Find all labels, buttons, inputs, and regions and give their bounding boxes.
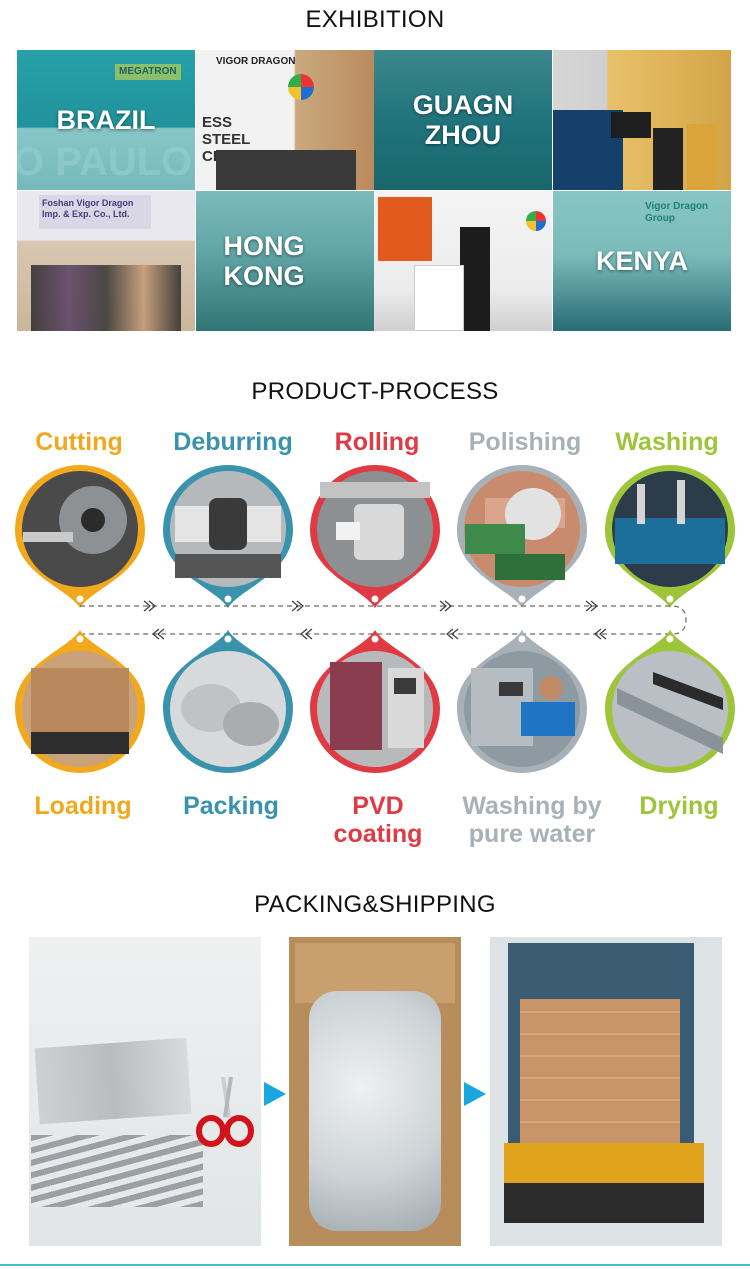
packing-title: PACKING&SHIPPING — [254, 891, 496, 918]
step-image-drying — [603, 628, 737, 776]
booth-logo — [288, 74, 314, 100]
step-label-drying: Drying — [639, 792, 719, 820]
step-image-loading — [13, 628, 147, 776]
step-label-washing-pure-water: Washing by pure water — [462, 792, 602, 848]
exhibition-tile-interview — [553, 50, 731, 190]
exhibition-tile-foshan-booth: Foshan Vigor Dragon Imp. & Exp. Co., Ltd… — [17, 191, 195, 331]
scissors-icon — [195, 1076, 255, 1147]
step-image-packing — [161, 628, 295, 776]
arrow-right-icon-2 — [464, 1082, 486, 1106]
step-image-rolling — [308, 462, 442, 610]
step-image-deburring — [161, 462, 295, 610]
step-image-polishing — [455, 462, 589, 610]
step-image-pvd-coating — [308, 628, 442, 776]
step-label-packing: Packing — [183, 792, 279, 820]
sao-paulo-backdrop: O PAULO — [17, 140, 193, 184]
process-title: PRODUCT-PROCESS — [251, 378, 499, 405]
step-label-deburring: Deburring — [173, 428, 293, 456]
packing-photo-bubble-wrap — [29, 937, 261, 1246]
exhibition-grid: MEGATRON O PAULO BRAZIL VIGOR DRAGON ESS… — [17, 50, 731, 331]
shipping-photo-container — [490, 937, 722, 1246]
exhibition-tile-kenya: Vigor Dragon Group KENYA — [553, 191, 731, 331]
megatron-sign: MEGATRON — [115, 64, 181, 80]
exhibition-tile-brazil: MEGATRON O PAULO BRAZIL — [17, 50, 195, 190]
city-label-kenya: KENYA — [595, 246, 689, 276]
step-label-polishing: Polishing — [468, 428, 582, 456]
packing-photo-carton — [289, 937, 461, 1246]
vigor-dragon-sign: VIGOR DRAGON — [216, 56, 296, 67]
city-label-brazil: BRAZIL — [56, 105, 156, 135]
exhibition-tile-guangzhou: GUAGN ZHOU — [374, 50, 552, 190]
foshan-sign: Foshan Vigor Dragon Imp. & Exp. Co., Ltd… — [39, 195, 151, 229]
step-label-washing: Washing — [615, 428, 719, 456]
bottom-divider — [0, 1264, 750, 1266]
step-image-cutting — [13, 462, 147, 610]
city-label-hongkong: HONG KONG — [223, 231, 305, 291]
exhibition-tile-aoram-booth — [374, 191, 552, 331]
exhibition-title: EXHIBITION — [305, 6, 445, 33]
process-flow-line — [80, 600, 687, 640]
step-label-cutting: Cutting — [35, 428, 123, 456]
step-image-washing-pure-water — [455, 628, 589, 776]
step-label-loading: Loading — [34, 792, 132, 820]
vigor-dragon-group-sign: Vigor Dragon Group — [645, 201, 709, 224]
step-image-washing — [603, 462, 737, 610]
step-label-rolling: Rolling — [334, 428, 420, 456]
city-label-guangzhou: GUAGN ZHOU — [412, 90, 514, 150]
step-label-pvd-coating: PVD coating — [333, 792, 423, 848]
exhibition-tile-booth: VIGOR DRAGON ESS STEEL CHES LIFE — [196, 50, 374, 190]
arrow-right-icon — [264, 1082, 286, 1106]
exhibition-tile-hongkong: HONG KONG — [196, 191, 374, 331]
